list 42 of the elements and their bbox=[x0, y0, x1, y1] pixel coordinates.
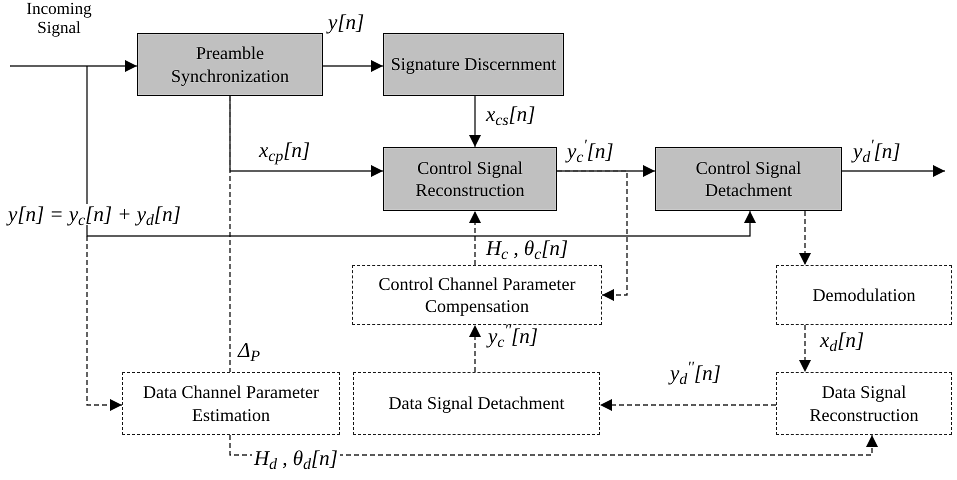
arrow bbox=[469, 211, 481, 265]
arrow bbox=[86, 236, 122, 411]
edge-label: H$_{c}$ , θ$_{c}$[n] bbox=[484, 238, 570, 259]
process-box bbox=[353, 372, 600, 435]
input-label: Incoming Signal bbox=[25, 0, 93, 38]
arrow bbox=[86, 66, 756, 237]
edge-label: y$_{c}$$^{''}$[n] bbox=[486, 326, 540, 347]
box-label: Data Channel Parameter Estimation bbox=[142, 381, 320, 426]
arrow bbox=[323, 60, 383, 72]
edge-label: H$_{d}$ , θ$_{d}$[n] bbox=[252, 448, 340, 469]
arrow bbox=[469, 96, 481, 147]
arrow bbox=[557, 170, 628, 301]
box-label: Signature Discernment bbox=[390, 53, 556, 76]
process-box bbox=[776, 372, 952, 435]
box-label: Control Signal Detachment bbox=[694, 156, 802, 202]
process-box bbox=[137, 33, 323, 96]
process-box bbox=[655, 147, 842, 211]
process-box bbox=[352, 265, 602, 325]
edge-label: y[n] bbox=[326, 12, 366, 33]
box-label: Control Channel Parameter Compensation bbox=[378, 272, 576, 318]
box-label: Demodulation bbox=[812, 284, 916, 306]
box-label: Data Signal Detachment bbox=[388, 392, 564, 415]
edge-label: y[n] = y$_{c}$[n] + y$_{d}$[n] bbox=[6, 204, 183, 225]
edge-label: Δ$_{P}$ bbox=[236, 340, 262, 361]
box-label: Preamble Synchronization bbox=[170, 42, 290, 87]
edge-label: y$_{d}$$^{'}$[n] bbox=[851, 141, 902, 162]
process-box bbox=[383, 33, 564, 96]
edge-label: y$_{d}$$^{''}$[n] bbox=[668, 363, 723, 384]
process-box bbox=[122, 372, 340, 435]
box-label: Control Signal Reconstruction bbox=[414, 156, 526, 202]
edge-label: y$_{c}$$^{'}$[n] bbox=[565, 141, 616, 162]
edge-label: x$_{cs}$[n] bbox=[484, 104, 538, 125]
box-label: Data Signal Reconstruction bbox=[808, 381, 920, 426]
arrow bbox=[10, 60, 137, 72]
process-box bbox=[383, 147, 557, 211]
arrow bbox=[799, 211, 811, 265]
arrow bbox=[842, 165, 945, 177]
process-box bbox=[776, 265, 952, 325]
edge-label: x$_{d}$[n] bbox=[818, 330, 866, 351]
arrow bbox=[469, 325, 481, 372]
arrow bbox=[799, 325, 811, 372]
arrow bbox=[600, 399, 776, 411]
